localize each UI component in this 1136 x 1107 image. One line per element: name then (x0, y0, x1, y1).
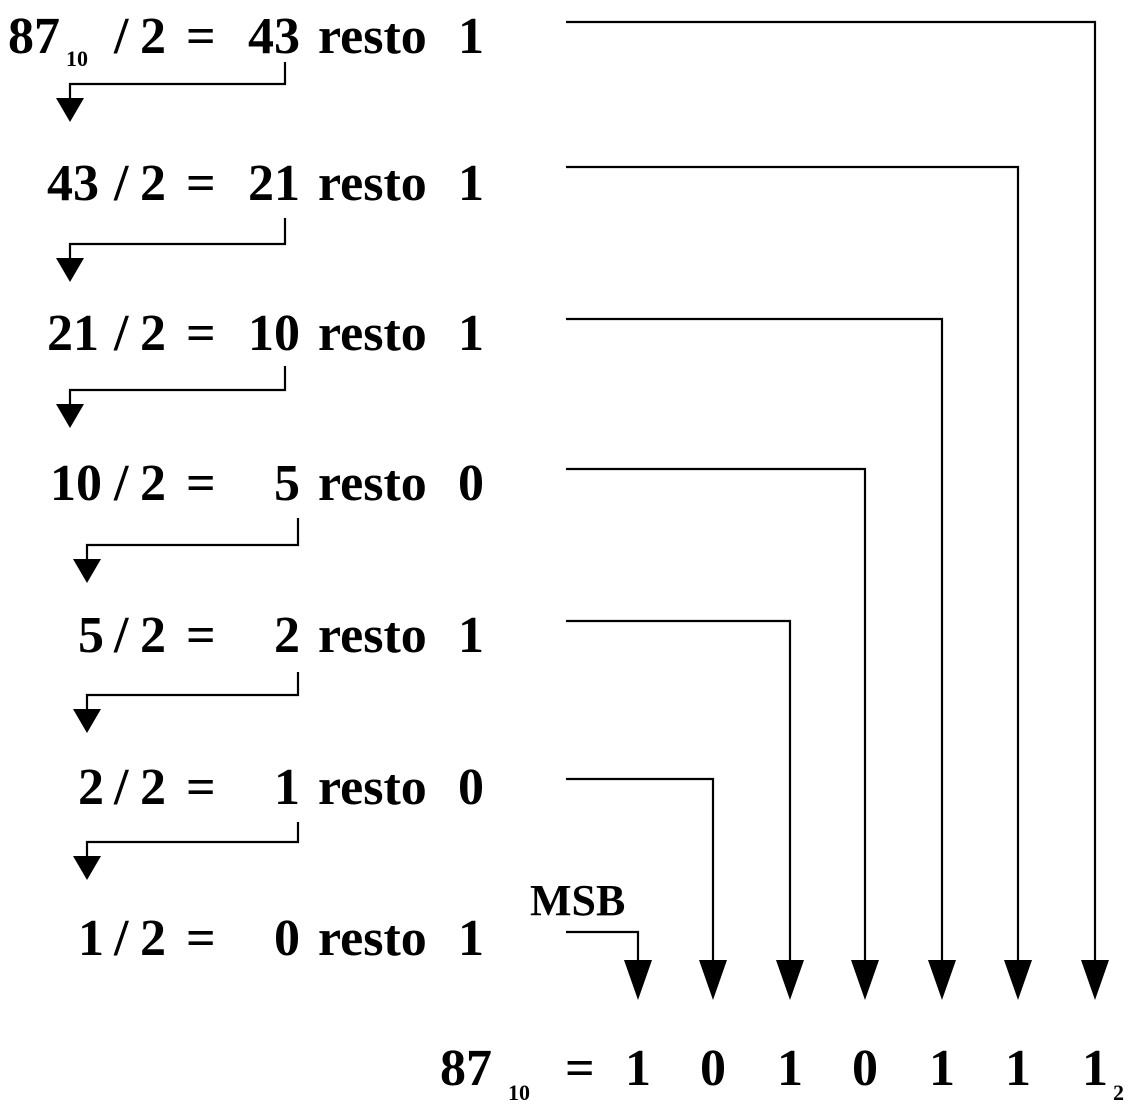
quotient-arrow-1 (56, 218, 287, 282)
result-line: 87 10 = 1 0 1 0 1 1 1 2 (440, 1040, 1124, 1105)
arrowhead-down-icon (776, 960, 804, 1000)
result-bit-2: 1 (777, 1040, 803, 1097)
result-bit-5: 1 (1005, 1040, 1031, 1097)
quotient: 43 (248, 8, 300, 65)
slash: / (113, 759, 129, 816)
slash: / (113, 607, 129, 664)
arrowhead-down-icon (1081, 960, 1109, 1000)
remainder: 0 (458, 455, 484, 512)
division-row-6: 1 / 2 = 0 resto 1 (78, 910, 484, 967)
equals: = (186, 910, 216, 967)
quotient: 1 (274, 759, 300, 816)
quotient: 5 (274, 455, 300, 512)
remainder-arrow-0 (566, 20, 1109, 1000)
division-row-2: 21 / 2 = 10 resto 1 (47, 305, 484, 362)
arrowhead-down-icon (56, 258, 84, 282)
quotient: 21 (248, 155, 300, 212)
equals: = (186, 155, 216, 212)
remainder-word: resto (318, 607, 427, 664)
arrowhead-down-icon (699, 960, 727, 1000)
dividend: 10 (50, 455, 102, 512)
division-row-0: 87 10 / 2 = 43 resto 1 (8, 8, 484, 71)
arrowhead-down-icon (73, 856, 101, 880)
quotient-arrow-3 (73, 518, 300, 583)
arrowhead-down-icon (851, 960, 879, 1000)
result-bit-4: 1 (929, 1040, 955, 1097)
arrowhead-down-icon (1004, 960, 1032, 1000)
arrowhead-down-icon (928, 960, 956, 1000)
equals: = (186, 455, 216, 512)
dividend-base-subscript: 10 (66, 46, 88, 71)
result-equals: = (565, 1040, 595, 1097)
remainder: 1 (458, 8, 484, 65)
quotient-arrow-2 (56, 366, 287, 428)
result-base-subscript: 10 (508, 1080, 530, 1105)
equals: = (186, 305, 216, 362)
dividend: 2 (78, 759, 104, 816)
dividend: 87 (8, 8, 60, 65)
arrowhead-down-icon (56, 98, 84, 122)
result-target-subscript: 2 (1113, 1080, 1124, 1105)
arrowhead-down-icon (73, 559, 101, 583)
remainder-word: resto (318, 8, 427, 65)
quotient: 0 (274, 910, 300, 967)
remainder-word: resto (318, 910, 427, 967)
quotient-arrow-0 (56, 62, 287, 122)
quotient: 10 (248, 305, 300, 362)
remainder: 1 (458, 155, 484, 212)
divisor: 2 (140, 455, 166, 512)
divisor: 2 (140, 155, 166, 212)
arrowhead-down-icon (624, 960, 652, 1000)
divisor: 2 (140, 8, 166, 65)
slash: / (113, 155, 129, 212)
remainder-arrow-4 (566, 619, 804, 1000)
remainder: 1 (458, 305, 484, 362)
remainder-arrow-2 (566, 317, 956, 1000)
division-row-1: 43 / 2 = 21 resto 1 (47, 155, 484, 212)
remainder: 0 (458, 759, 484, 816)
remainder-word: resto (318, 455, 427, 512)
divisor: 2 (140, 305, 166, 362)
dividend: 43 (47, 155, 99, 212)
division-row-5: 2 / 2 = 1 resto 0 (78, 759, 484, 816)
remainder: 1 (458, 607, 484, 664)
slash: / (113, 455, 129, 512)
dividend: 21 (47, 305, 99, 362)
slash: / (113, 8, 129, 65)
equals: = (186, 8, 216, 65)
remainder-arrow-3 (566, 467, 879, 1000)
equals: = (186, 759, 216, 816)
divisor: 2 (140, 910, 166, 967)
slash: / (113, 910, 129, 967)
slash: / (113, 305, 129, 362)
arrowhead-down-icon (56, 404, 84, 428)
result-bit-1: 0 (700, 1040, 726, 1097)
result-bit-0: 1 (625, 1040, 651, 1097)
divisor: 2 (140, 607, 166, 664)
result-bit-6: 1 (1082, 1040, 1108, 1097)
division-row-4: 5 / 2 = 2 resto 1 (78, 607, 484, 664)
quotient: 2 (274, 607, 300, 664)
dividend: 1 (78, 910, 104, 967)
dividend: 5 (78, 607, 104, 664)
msb-label: MSB (530, 876, 625, 925)
division-row-3: 10 / 2 = 5 resto 0 (50, 455, 484, 512)
remainder-arrow-1 (566, 165, 1032, 1000)
equals: = (186, 607, 216, 664)
quotient-arrow-4 (73, 672, 300, 733)
remainder-arrow-5 (566, 777, 727, 1000)
remainder-arrow-6 (566, 930, 652, 1000)
remainder: 1 (458, 910, 484, 967)
remainder-word: resto (318, 155, 427, 212)
remainder-word: resto (318, 759, 427, 816)
result-number: 87 (440, 1040, 492, 1097)
result-bit-3: 0 (852, 1040, 878, 1097)
quotient-arrow-5 (73, 822, 300, 880)
remainder-word: resto (318, 305, 427, 362)
divisor: 2 (140, 759, 166, 816)
arrowhead-down-icon (73, 709, 101, 733)
